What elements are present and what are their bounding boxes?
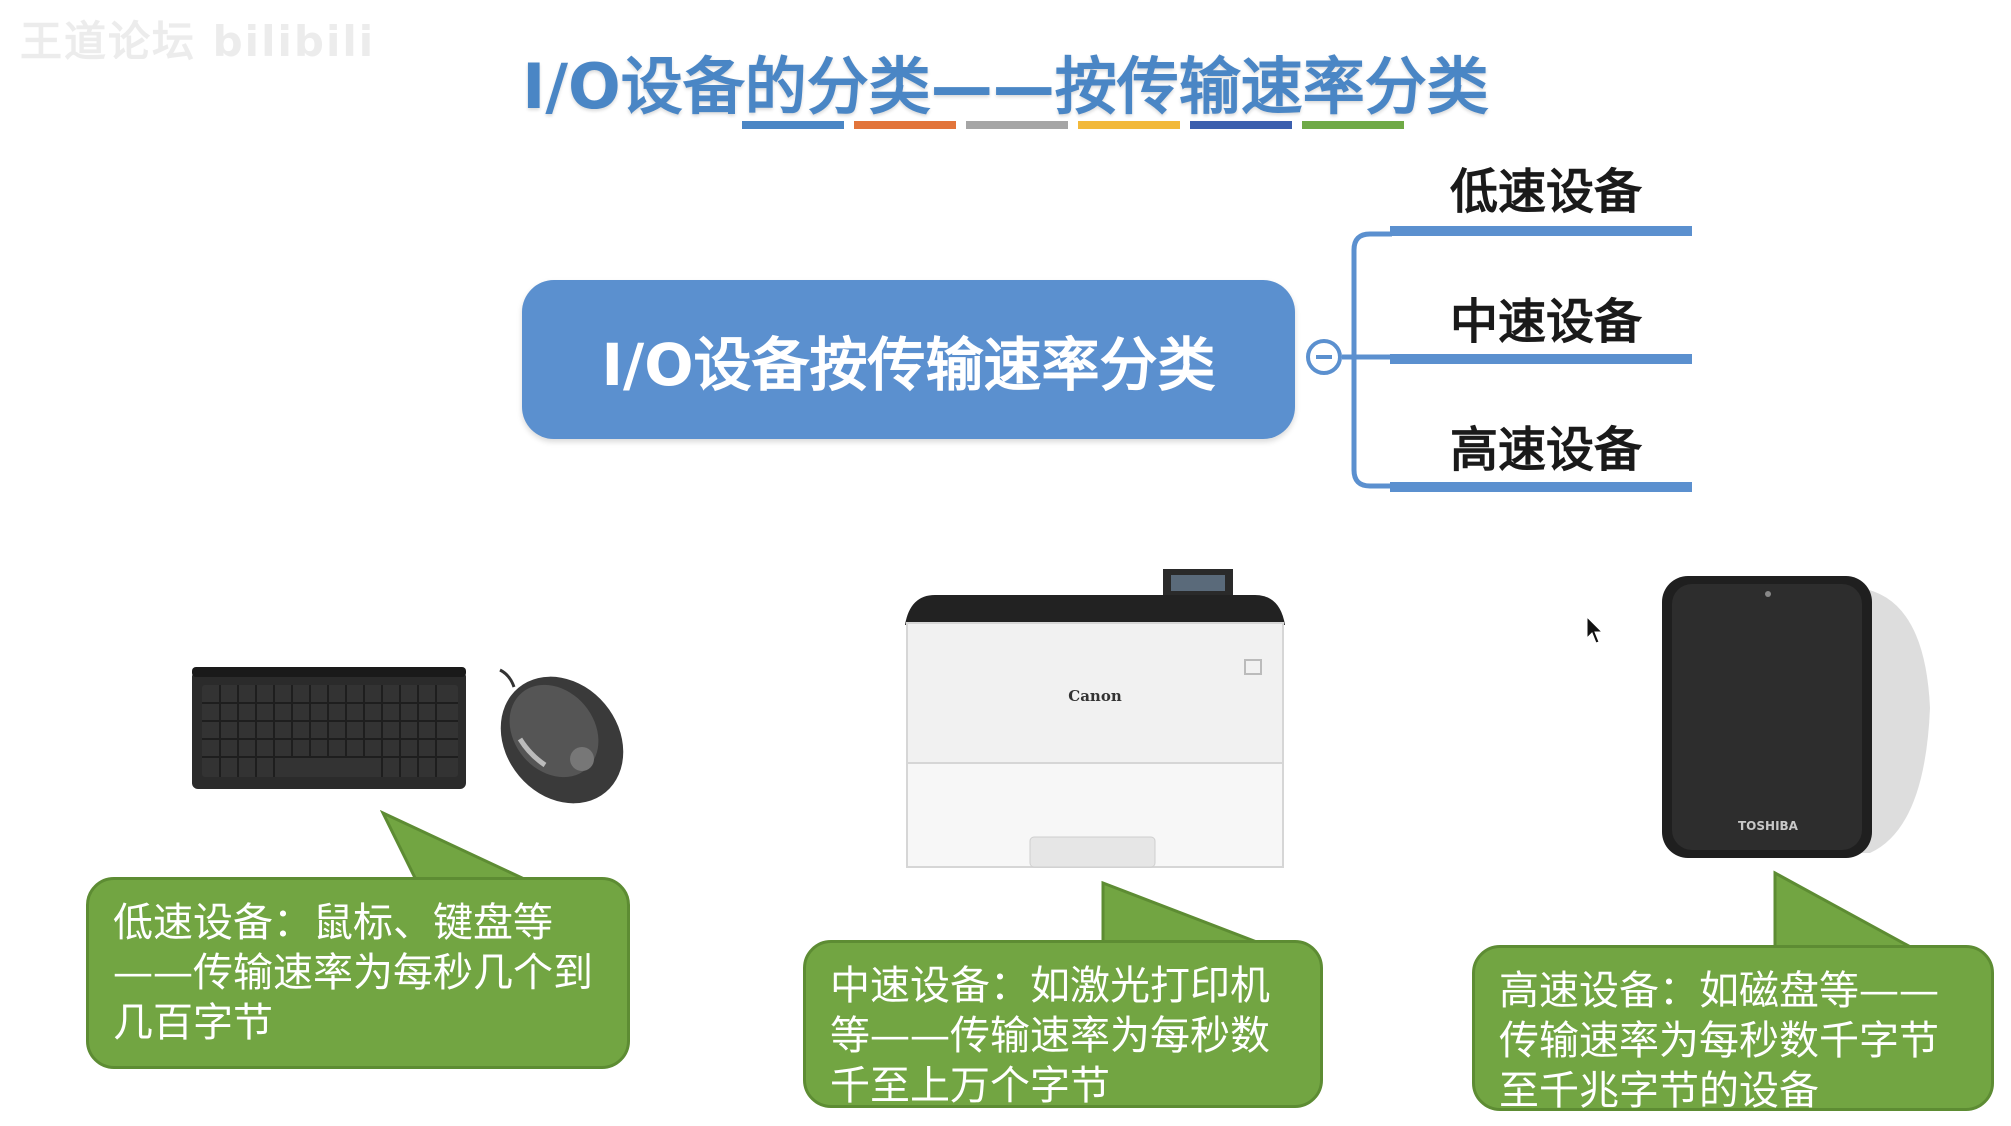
mindmap-root-node[interactable]: I/O设备按传输速率分类 bbox=[522, 280, 1295, 439]
keyboard-image bbox=[190, 665, 470, 795]
callout-pointer bbox=[1100, 880, 1270, 944]
collapse-button[interactable] bbox=[1306, 339, 1342, 375]
callout-high-speed-text: 高速设备：如磁盘等——传输速率为每秒数千字节至千兆字节的设备 bbox=[1499, 968, 1939, 1114]
minus-icon bbox=[1316, 355, 1332, 359]
connector-trunk bbox=[1342, 234, 1370, 486]
title-underline-stripes bbox=[742, 121, 1404, 129]
stripe bbox=[854, 121, 956, 129]
stripe bbox=[1190, 121, 1292, 129]
branch-label-low[interactable]: 低速设备 bbox=[1450, 152, 1642, 222]
hard-drive-image: TOSHIBA bbox=[1660, 568, 1960, 863]
slide-title: I/O设备的分类——按传输速率分类 bbox=[0, 36, 2011, 126]
stripe bbox=[966, 121, 1068, 129]
callout-high-speed: 高速设备：如磁盘等——传输速率为每秒数千字节至千兆字节的设备 bbox=[1472, 945, 1994, 1111]
callout-low-speed-text: 低速设备：鼠标、键盘等——传输速率为每秒几个到几百字节 bbox=[113, 900, 593, 1046]
callout-pointer bbox=[1772, 870, 1922, 950]
branch-line-low bbox=[1390, 226, 1692, 236]
callout-mid-speed-text: 中速设备：如激光打印机等——传输速率为每秒数千至上万个字节 bbox=[830, 963, 1270, 1109]
stripe bbox=[742, 121, 844, 129]
stripe bbox=[1302, 121, 1404, 129]
stripe bbox=[1078, 121, 1180, 129]
mouse-cursor-icon bbox=[1586, 616, 1606, 646]
branch-label-high[interactable]: 高速设备 bbox=[1450, 410, 1642, 480]
callout-low-speed: 低速设备：鼠标、键盘等——传输速率为每秒几个到几百字节 bbox=[86, 877, 630, 1069]
branch-line-high bbox=[1390, 482, 1692, 492]
branch-line-mid bbox=[1390, 354, 1692, 364]
mouse-image bbox=[490, 665, 640, 815]
printer-brand: Canon bbox=[1068, 687, 1122, 705]
drive-brand: TOSHIBA bbox=[1738, 819, 1799, 833]
branch-label-mid[interactable]: 中速设备 bbox=[1450, 282, 1642, 352]
callout-mid-speed: 中速设备：如激光打印机等——传输速率为每秒数千至上万个字节 bbox=[803, 940, 1323, 1108]
mindmap-root-label: I/O设备按传输速率分类 bbox=[601, 318, 1215, 402]
printer-image: Canon bbox=[905, 565, 1285, 870]
